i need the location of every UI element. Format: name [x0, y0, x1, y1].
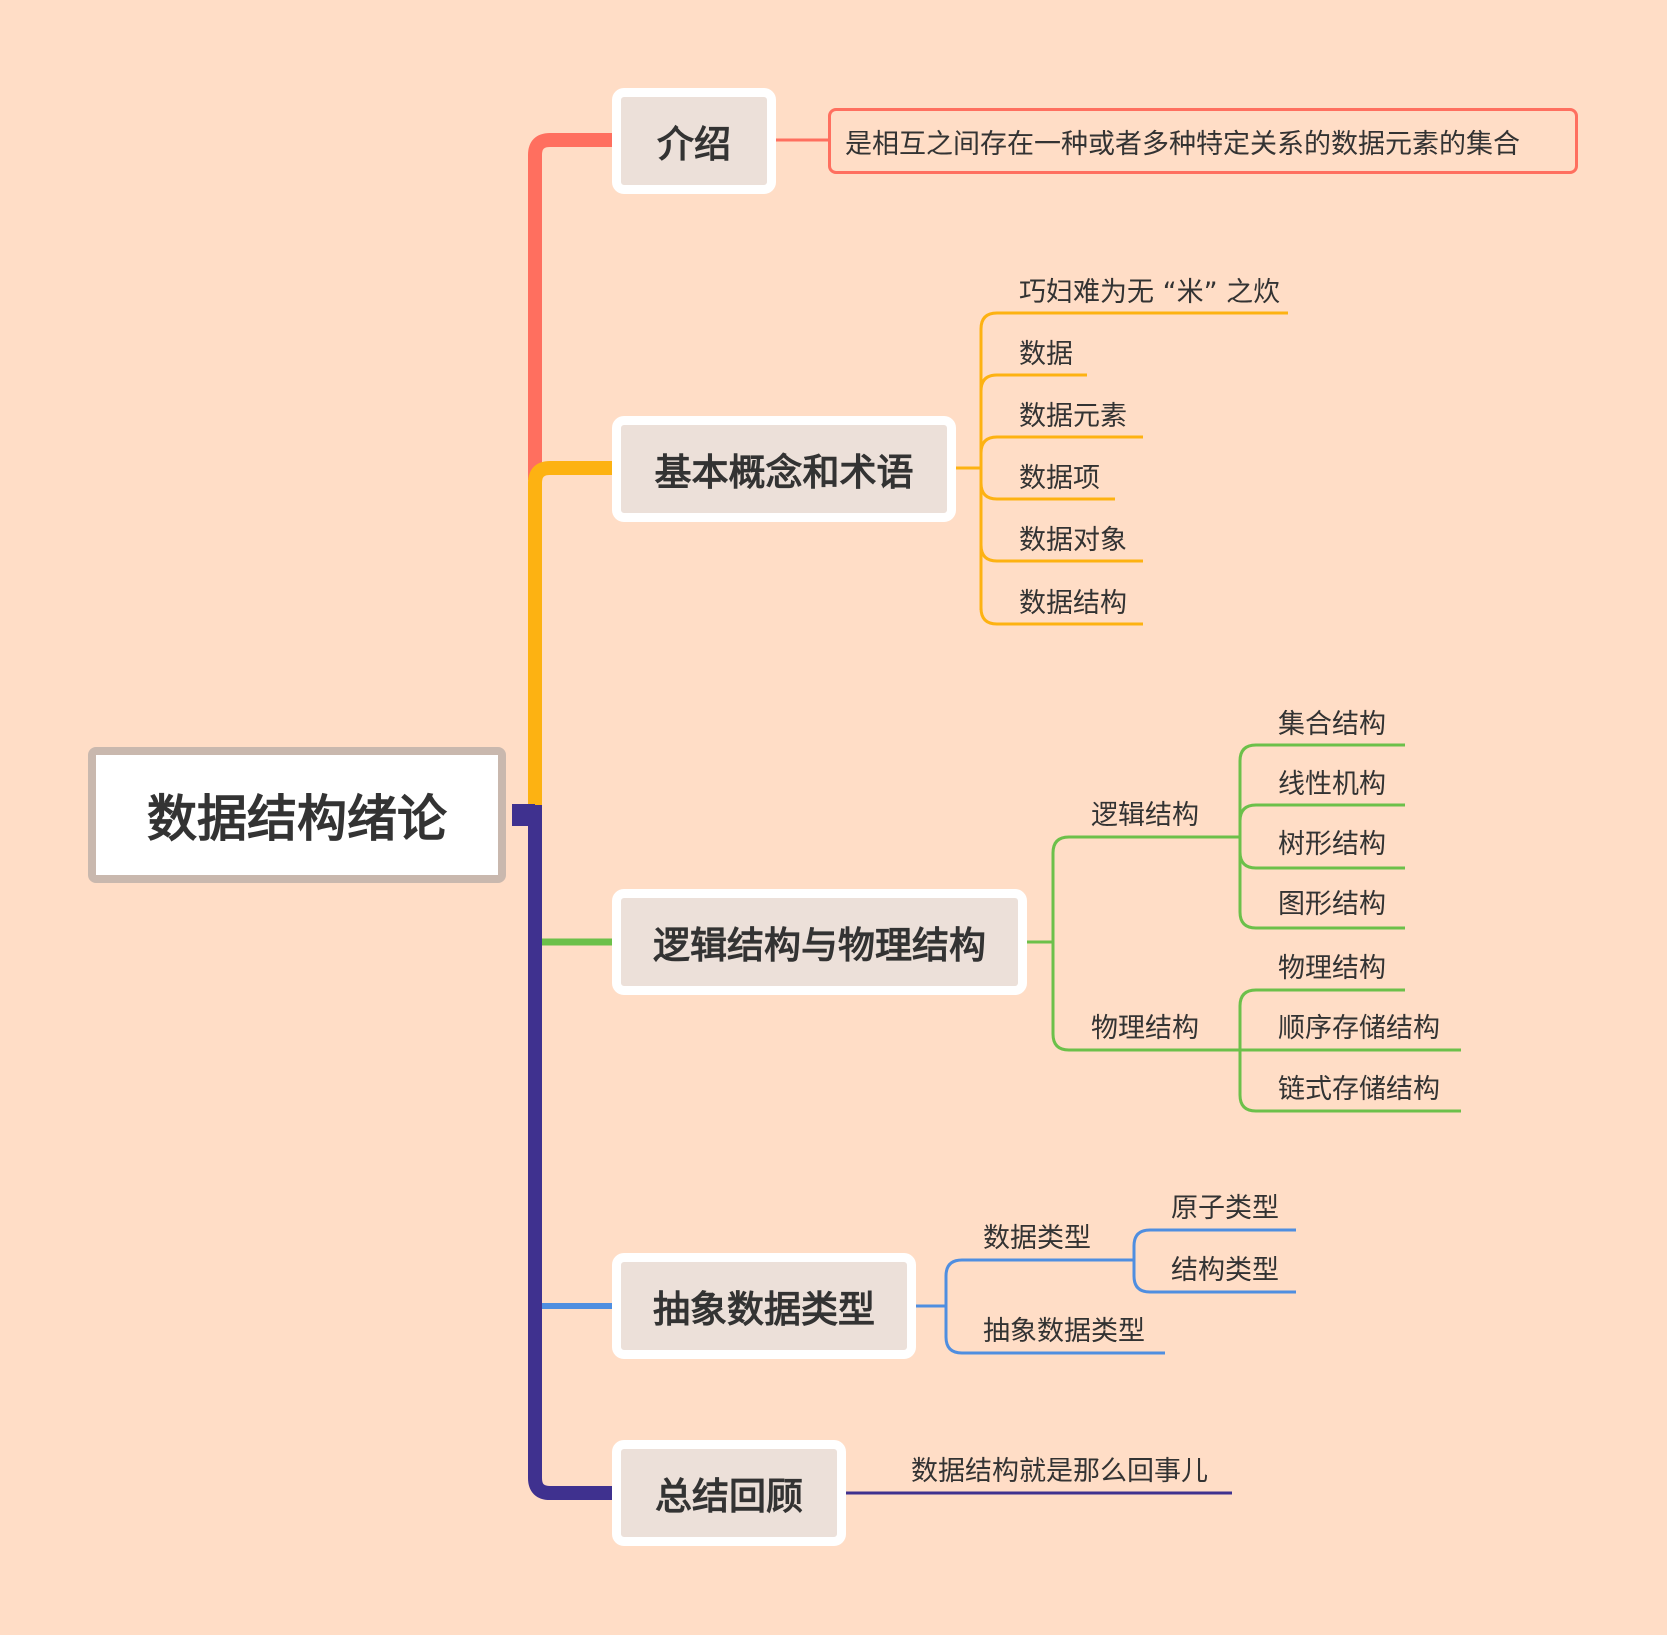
structure-connectors	[1027, 743, 1461, 1113]
physical-item[interactable]: 链式存储结构	[1278, 1074, 1440, 1105]
topic-intro[interactable]: 介绍	[612, 88, 776, 194]
trunk-summary	[528, 805, 612, 1500]
topic-structure[interactable]: 逻辑结构与物理结构	[612, 889, 1027, 995]
concept-item[interactable]: 数据项	[1019, 463, 1100, 494]
topic-summary[interactable]: 总结回顾	[612, 1440, 846, 1546]
topic-concepts-label: 基本概念和术语	[654, 451, 914, 494]
topic-adt-label: 抽象数据类型	[653, 1288, 875, 1331]
trunk-intro	[528, 133, 612, 480]
physical-item[interactable]: 物理结构	[1278, 953, 1386, 984]
topic-intro-label: 介绍	[657, 123, 731, 166]
concept-item[interactable]: 数据元素	[1019, 401, 1127, 432]
concepts-connectors	[956, 311, 1288, 626]
concept-item[interactable]: 数据	[1019, 339, 1073, 370]
concept-item[interactable]: 数据结构	[1019, 588, 1127, 619]
summary-detail[interactable]: 数据结构就是那么回事儿	[911, 1456, 1208, 1487]
logical-item[interactable]: 图形结构	[1278, 889, 1386, 920]
adt-connectors	[916, 1228, 1296, 1355]
root-topic-label: 数据结构绪论	[147, 790, 447, 848]
trunk-concepts	[528, 461, 612, 805]
physical-structure-node[interactable]: 物理结构	[1091, 1013, 1199, 1044]
logical-item[interactable]: 集合结构	[1278, 709, 1386, 740]
logical-item[interactable]: 线性机构	[1278, 769, 1386, 800]
topic-summary-label: 总结回顾	[655, 1475, 803, 1518]
datatype-item[interactable]: 结构类型	[1171, 1255, 1279, 1286]
concept-item[interactable]: 巧妇难为无 “米” 之炊	[1019, 277, 1281, 308]
root-topic[interactable]: 数据结构绪论	[88, 747, 506, 883]
datatype-item[interactable]: 原子类型	[1171, 1193, 1279, 1224]
concept-item[interactable]: 数据对象	[1019, 525, 1127, 556]
logical-item[interactable]: 树形结构	[1278, 829, 1386, 860]
physical-item[interactable]: 顺序存储结构	[1278, 1013, 1440, 1044]
topic-structure-label: 逻辑结构与物理结构	[653, 924, 986, 967]
datatype-node[interactable]: 数据类型	[983, 1223, 1091, 1254]
abstract-datatype-node[interactable]: 抽象数据类型	[983, 1316, 1145, 1347]
logical-structure-node[interactable]: 逻辑结构	[1091, 800, 1199, 831]
intro-detail-text: 是相互之间存在一种或者多种特定关系的数据元素的集合	[845, 128, 1520, 160]
intro-detail-box[interactable]: 是相互之间存在一种或者多种特定关系的数据元素的集合	[828, 108, 1578, 174]
topic-adt[interactable]: 抽象数据类型	[612, 1253, 916, 1359]
topic-concepts[interactable]: 基本概念和术语	[612, 416, 956, 522]
